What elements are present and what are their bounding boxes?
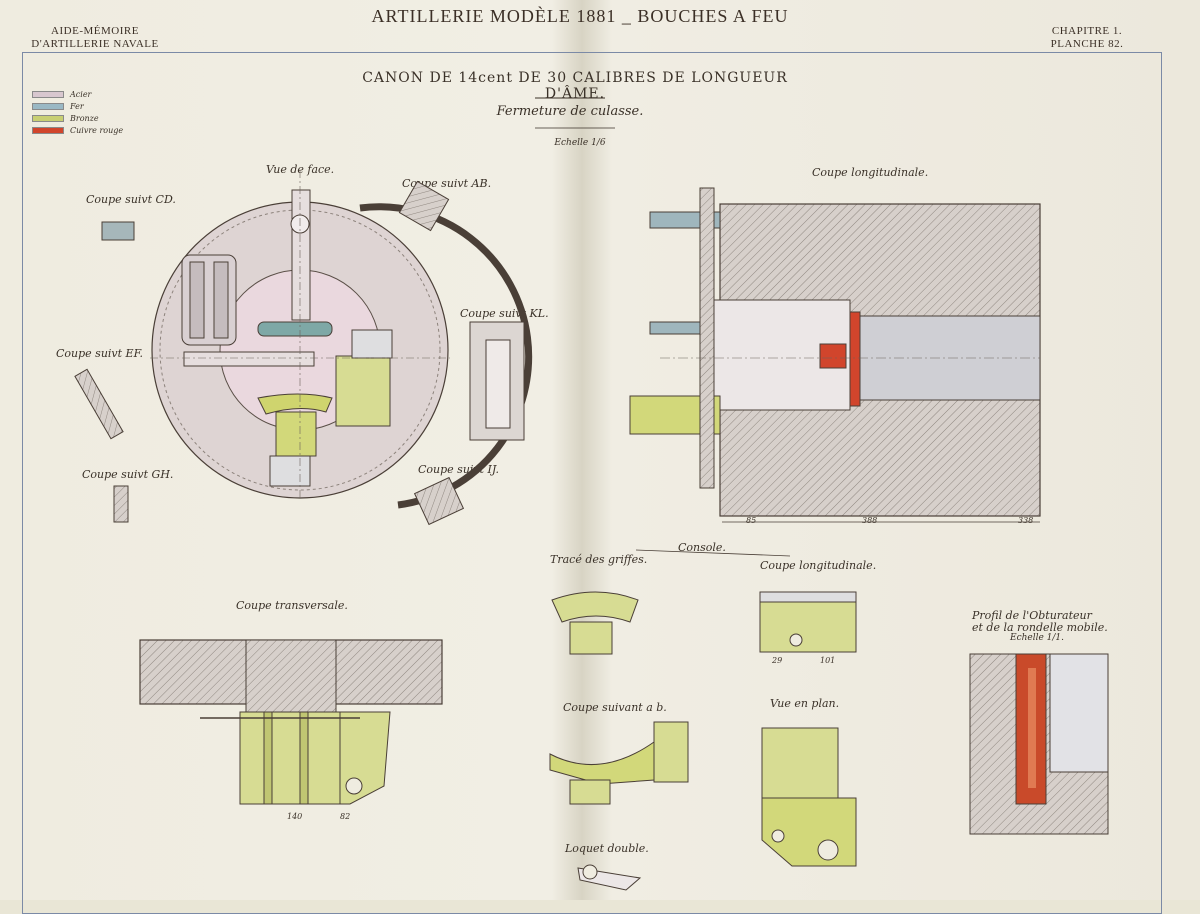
coupe-transversale-drawing xyxy=(139,639,443,805)
legend-swatch xyxy=(32,102,64,110)
label-vue-plan: Vue en plan. xyxy=(770,697,840,710)
dim-label: 338 xyxy=(1018,516,1034,525)
coupe-kl-drawing xyxy=(469,321,525,441)
plate-scale: Echelle 1/6 xyxy=(554,138,606,148)
coupe-ij-drawing xyxy=(413,476,465,526)
material-legend: Acier Fer Bronze Cuivre rouge xyxy=(32,88,123,136)
coupe-gh-drawing xyxy=(113,485,129,523)
coupe-cd-drawing xyxy=(101,221,135,241)
legend-label: Fer xyxy=(70,101,84,111)
legend-swatch xyxy=(32,114,64,122)
label-coupe-transversale: Coupe transversale. xyxy=(236,599,348,612)
dim-label: 140 xyxy=(287,812,303,821)
coupe-ef-drawing xyxy=(74,368,124,440)
legend-swatch xyxy=(32,126,64,134)
label-coupe-cd: Coupe suivt CD. xyxy=(86,193,176,206)
console-longitudinale-drawing xyxy=(759,591,857,653)
dim-label: 29 xyxy=(772,656,783,665)
label-coupe-longitudinale: Coupe longitudinale. xyxy=(812,166,929,179)
header-right: CHAPITRE 1. PLANCHE 82. xyxy=(1032,25,1142,51)
header-left-line2: D'ARTILLERIE NAVALE xyxy=(31,38,159,50)
vue-en-plan-drawing xyxy=(761,727,857,867)
profil-obturateur-drawing xyxy=(969,653,1109,835)
header-left: AIDE-MÉMOIRE D'ARTILLERIE NAVALE xyxy=(30,25,160,51)
dim-label: 82 xyxy=(340,812,351,821)
legend-item: Fer xyxy=(32,100,123,112)
label-profil-scale: Echelle 1/1. xyxy=(1010,633,1065,643)
label-vue-face: Vue de face. xyxy=(266,163,335,176)
legend-item: Cuivre rouge xyxy=(32,124,123,136)
legend-item: Acier xyxy=(32,88,123,100)
label-trace-griffes: Tracé des griffes. xyxy=(550,553,648,566)
label-coupe-ab-small: Coupe suivant a b. xyxy=(563,701,667,714)
label-loquet-double: Loquet double. xyxy=(565,842,649,855)
legend-swatch xyxy=(32,90,64,98)
coupe-longitudinale-drawing xyxy=(629,187,1041,523)
coupe-ab-drawing xyxy=(398,180,450,232)
loquet-double-drawing xyxy=(577,864,642,891)
legend-label: Acier xyxy=(70,89,92,99)
legend-label: Cuivre rouge xyxy=(70,125,124,135)
label-profil-line1: Profil de l'Obturateur xyxy=(972,609,1092,622)
legend-label: Bronze xyxy=(70,113,99,123)
coupe-ab-small-drawing xyxy=(549,721,689,805)
label-coupe-gh: Coupe suivt GH. xyxy=(82,468,174,481)
vue-de-face-drawing xyxy=(150,170,533,509)
dim-label: 85 xyxy=(746,516,757,525)
header-right-line1: CHAPITRE 1. xyxy=(1051,25,1123,37)
dim-label: 101 xyxy=(820,656,836,665)
header-right-line2: PLANCHE 82. xyxy=(1050,38,1124,50)
label-console-longitudinale: Coupe longitudinale. xyxy=(760,559,877,572)
trace-griffes-drawing xyxy=(551,591,639,655)
legend-item: Bronze xyxy=(32,112,123,124)
main-title: ARTILLERIE MODÈLE 1881 _ BOUCHES A FEU xyxy=(371,6,789,26)
plate-subtitle: Fermeture de culasse. xyxy=(496,104,644,119)
dim-label: 388 xyxy=(862,516,878,525)
label-profil-line2: et de la rondelle mobile. xyxy=(972,621,1108,634)
label-coupe-ef: Coupe suivt EF. xyxy=(56,347,143,360)
header-left-line1: AIDE-MÉMOIRE xyxy=(51,25,139,37)
label-console: Console. xyxy=(678,541,726,554)
